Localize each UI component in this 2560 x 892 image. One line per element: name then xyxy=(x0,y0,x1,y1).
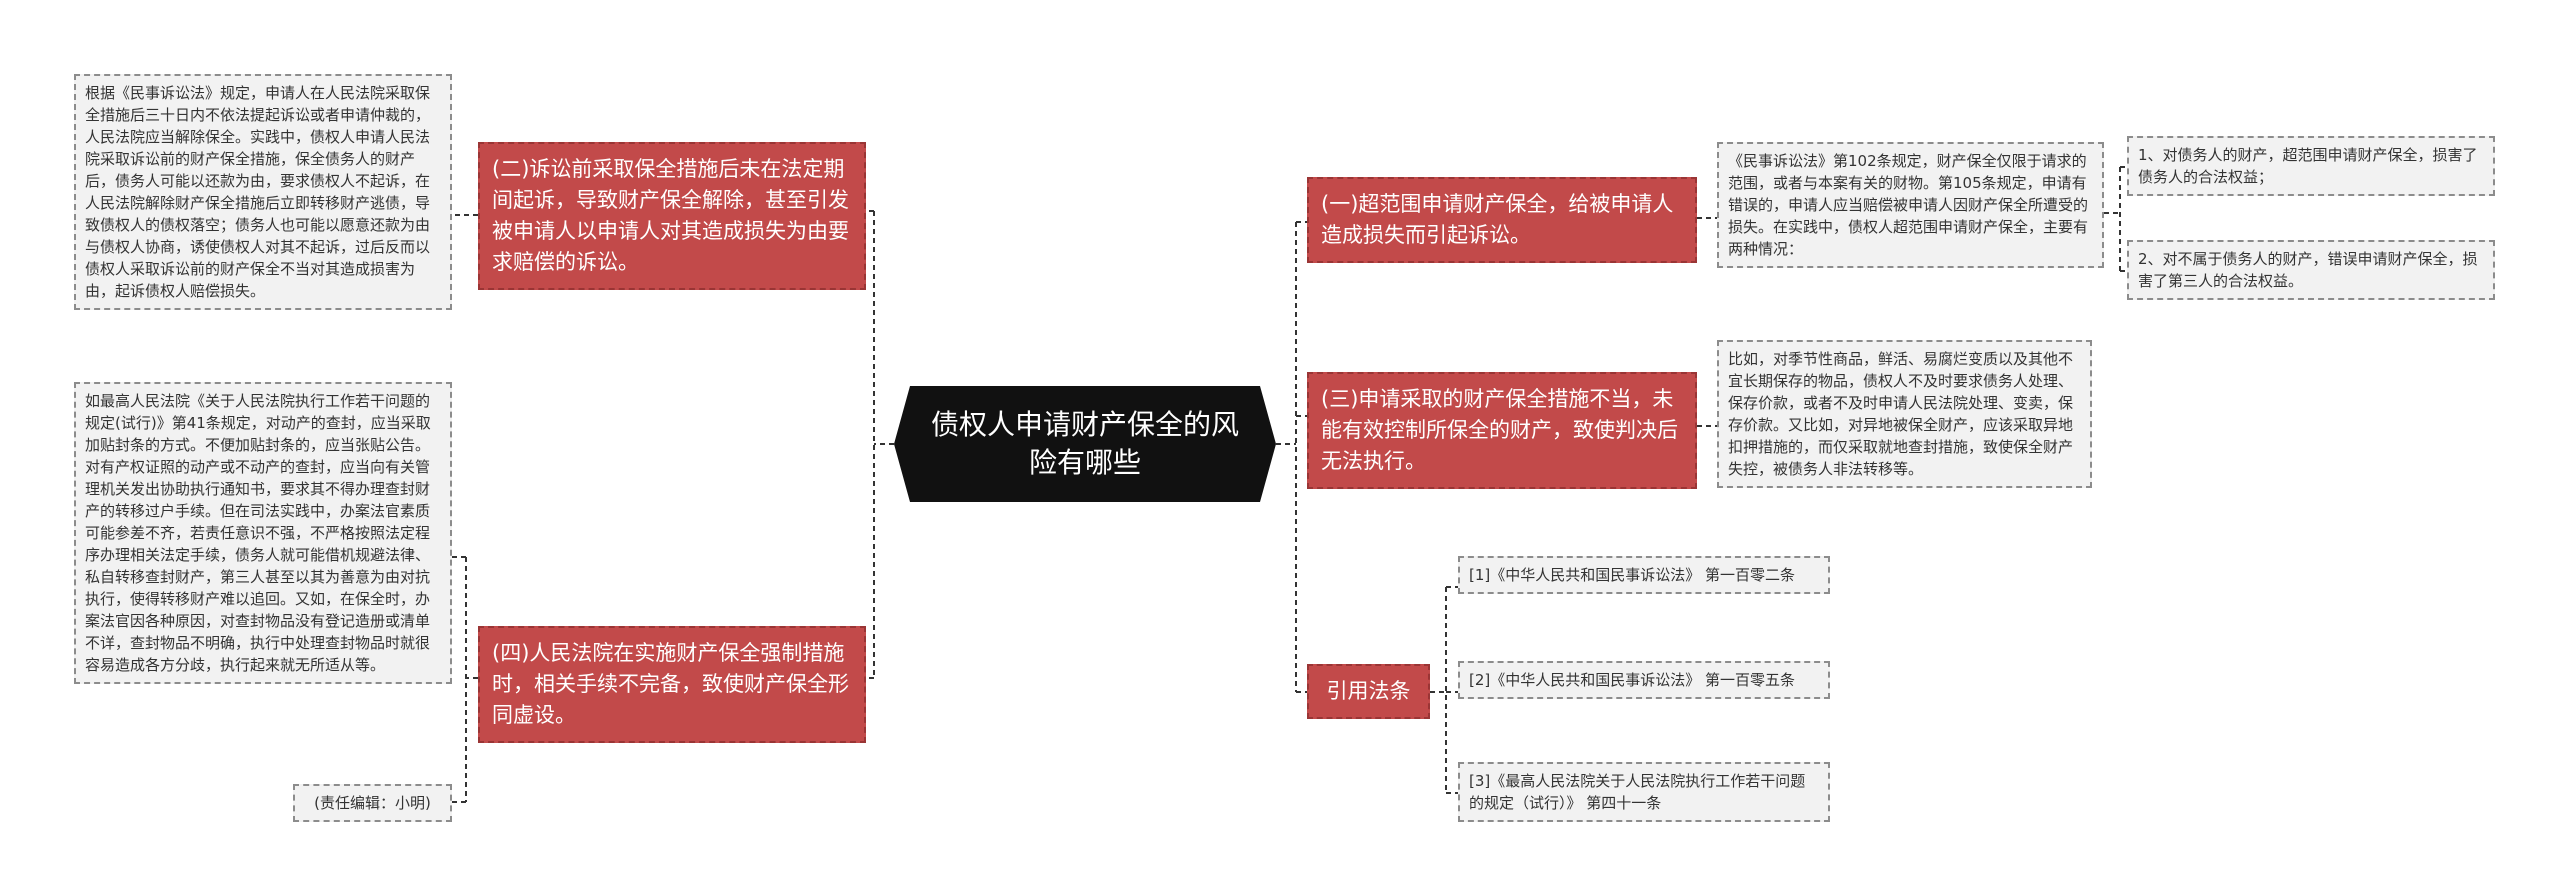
leaf-third-party-rights[interactable]: 2、对不属于债务人的财产，错误申请财产保全，损害了第三人的合法权益。 xyxy=(2127,240,2495,300)
leaf-over-scope-detail[interactable]: 《民事诉讼法》第102条规定，财产保全仅限于请求的范围，或者与本案有关的财物。第… xyxy=(1717,142,2104,268)
topic-cited-laws[interactable]: 引用法条 xyxy=(1307,664,1430,719)
topic-label: (二)诉讼前采取保全措施后未在法定期间起诉，导致财产保全解除，甚至引发被申请人以… xyxy=(492,157,849,274)
reference-text: [2]《中华人民共和国民事诉讼法》 第一百零五条 xyxy=(1469,671,1796,689)
reference-item[interactable]: [3]《最高人民法院关于人民法院执行工作若干问题的规定（试行）》 第四十一条 xyxy=(1458,762,1830,822)
leaf-text: 2、对不属于债务人的财产，错误申请财产保全，损害了第三人的合法权益。 xyxy=(2138,250,2478,290)
topic-improper-measures[interactable]: (三)申请采取的财产保全措施不当，未能有效控制所保全的财产，致使判决后无法执行。 xyxy=(1307,372,1697,489)
topic-over-scope[interactable]: (一)超范围申请财产保全，给被申请人造成损失而引起诉讼。 xyxy=(1307,177,1697,263)
topic-incomplete-procedures[interactable]: (四)人民法院在实施财产保全强制措施时，相关手续不完备，致使财产保全形同虚设。 xyxy=(478,626,866,743)
central-topic-label: 债权人申请财产保全的风险有哪些 xyxy=(930,408,1239,479)
central-topic[interactable]: 债权人申请财产保全的风险有哪些 xyxy=(894,386,1276,502)
reference-text: [3]《最高人民法院关于人民法院执行工作若干问题的规定（试行）》 第四十一条 xyxy=(1469,772,1806,812)
reference-item[interactable]: [2]《中华人民共和国民事诉讼法》 第一百零五条 xyxy=(1458,661,1830,699)
reference-text: [1]《中华人民共和国民事诉讼法》 第一百零二条 xyxy=(1469,566,1796,584)
leaf-text: 如最高人民法院《关于人民法院执行工作若干问题的规定(试行)》第41条规定，对动产… xyxy=(85,392,431,674)
leaf-no-lawsuit-detail[interactable]: 根据《民事诉讼法》规定，申请人在人民法院采取保全措施后三十日内不依法提起诉讼或者… xyxy=(74,74,452,310)
leaf-improper-measures-detail[interactable]: 比如，对季节性商品，鲜活、易腐烂变质以及其他不宜长期保存的物品，债权人不及时要求… xyxy=(1717,340,2092,488)
central-topic-shape xyxy=(894,386,1276,502)
leaf-text: (责任编辑：小明) xyxy=(314,794,431,812)
leaf-incomplete-procedures-detail[interactable]: 如最高人民法院《关于人民法院执行工作若干问题的规定(试行)》第41条规定，对动产… xyxy=(74,382,452,684)
topic-no-lawsuit[interactable]: (二)诉讼前采取保全措施后未在法定期间起诉，导致财产保全解除，甚至引发被申请人以… xyxy=(478,142,866,290)
topic-label: 引用法条 xyxy=(1326,679,1411,703)
leaf-text: 《民事诉讼法》第102条规定，财产保全仅限于请求的范围，或者与本案有关的财物。第… xyxy=(1728,152,2089,258)
leaf-text: 比如，对季节性商品，鲜活、易腐烂变质以及其他不宜长期保存的物品，债权人不及时要求… xyxy=(1728,350,2074,478)
topic-label: (三)申请采取的财产保全措施不当，未能有效控制所保全的财产，致使判决后无法执行。 xyxy=(1321,387,1678,473)
leaf-text: 1、对债务人的财产，超范围申请财产保全，损害了债务人的合法权益； xyxy=(2138,146,2478,186)
topic-label: (一)超范围申请财产保全，给被申请人造成损失而引起诉讼。 xyxy=(1321,192,1674,247)
leaf-debtor-rights[interactable]: 1、对债务人的财产，超范围申请财产保全，损害了债务人的合法权益； xyxy=(2127,136,2495,196)
leaf-editor-note[interactable]: (责任编辑：小明) xyxy=(293,784,452,822)
reference-item[interactable]: [1]《中华人民共和国民事诉讼法》 第一百零二条 xyxy=(1458,556,1830,594)
topic-label: (四)人民法院在实施财产保全强制措施时，相关手续不完备，致使财产保全形同虚设。 xyxy=(492,641,849,727)
leaf-text: 根据《民事诉讼法》规定，申请人在人民法院采取保全措施后三十日内不依法提起诉讼或者… xyxy=(85,84,431,300)
